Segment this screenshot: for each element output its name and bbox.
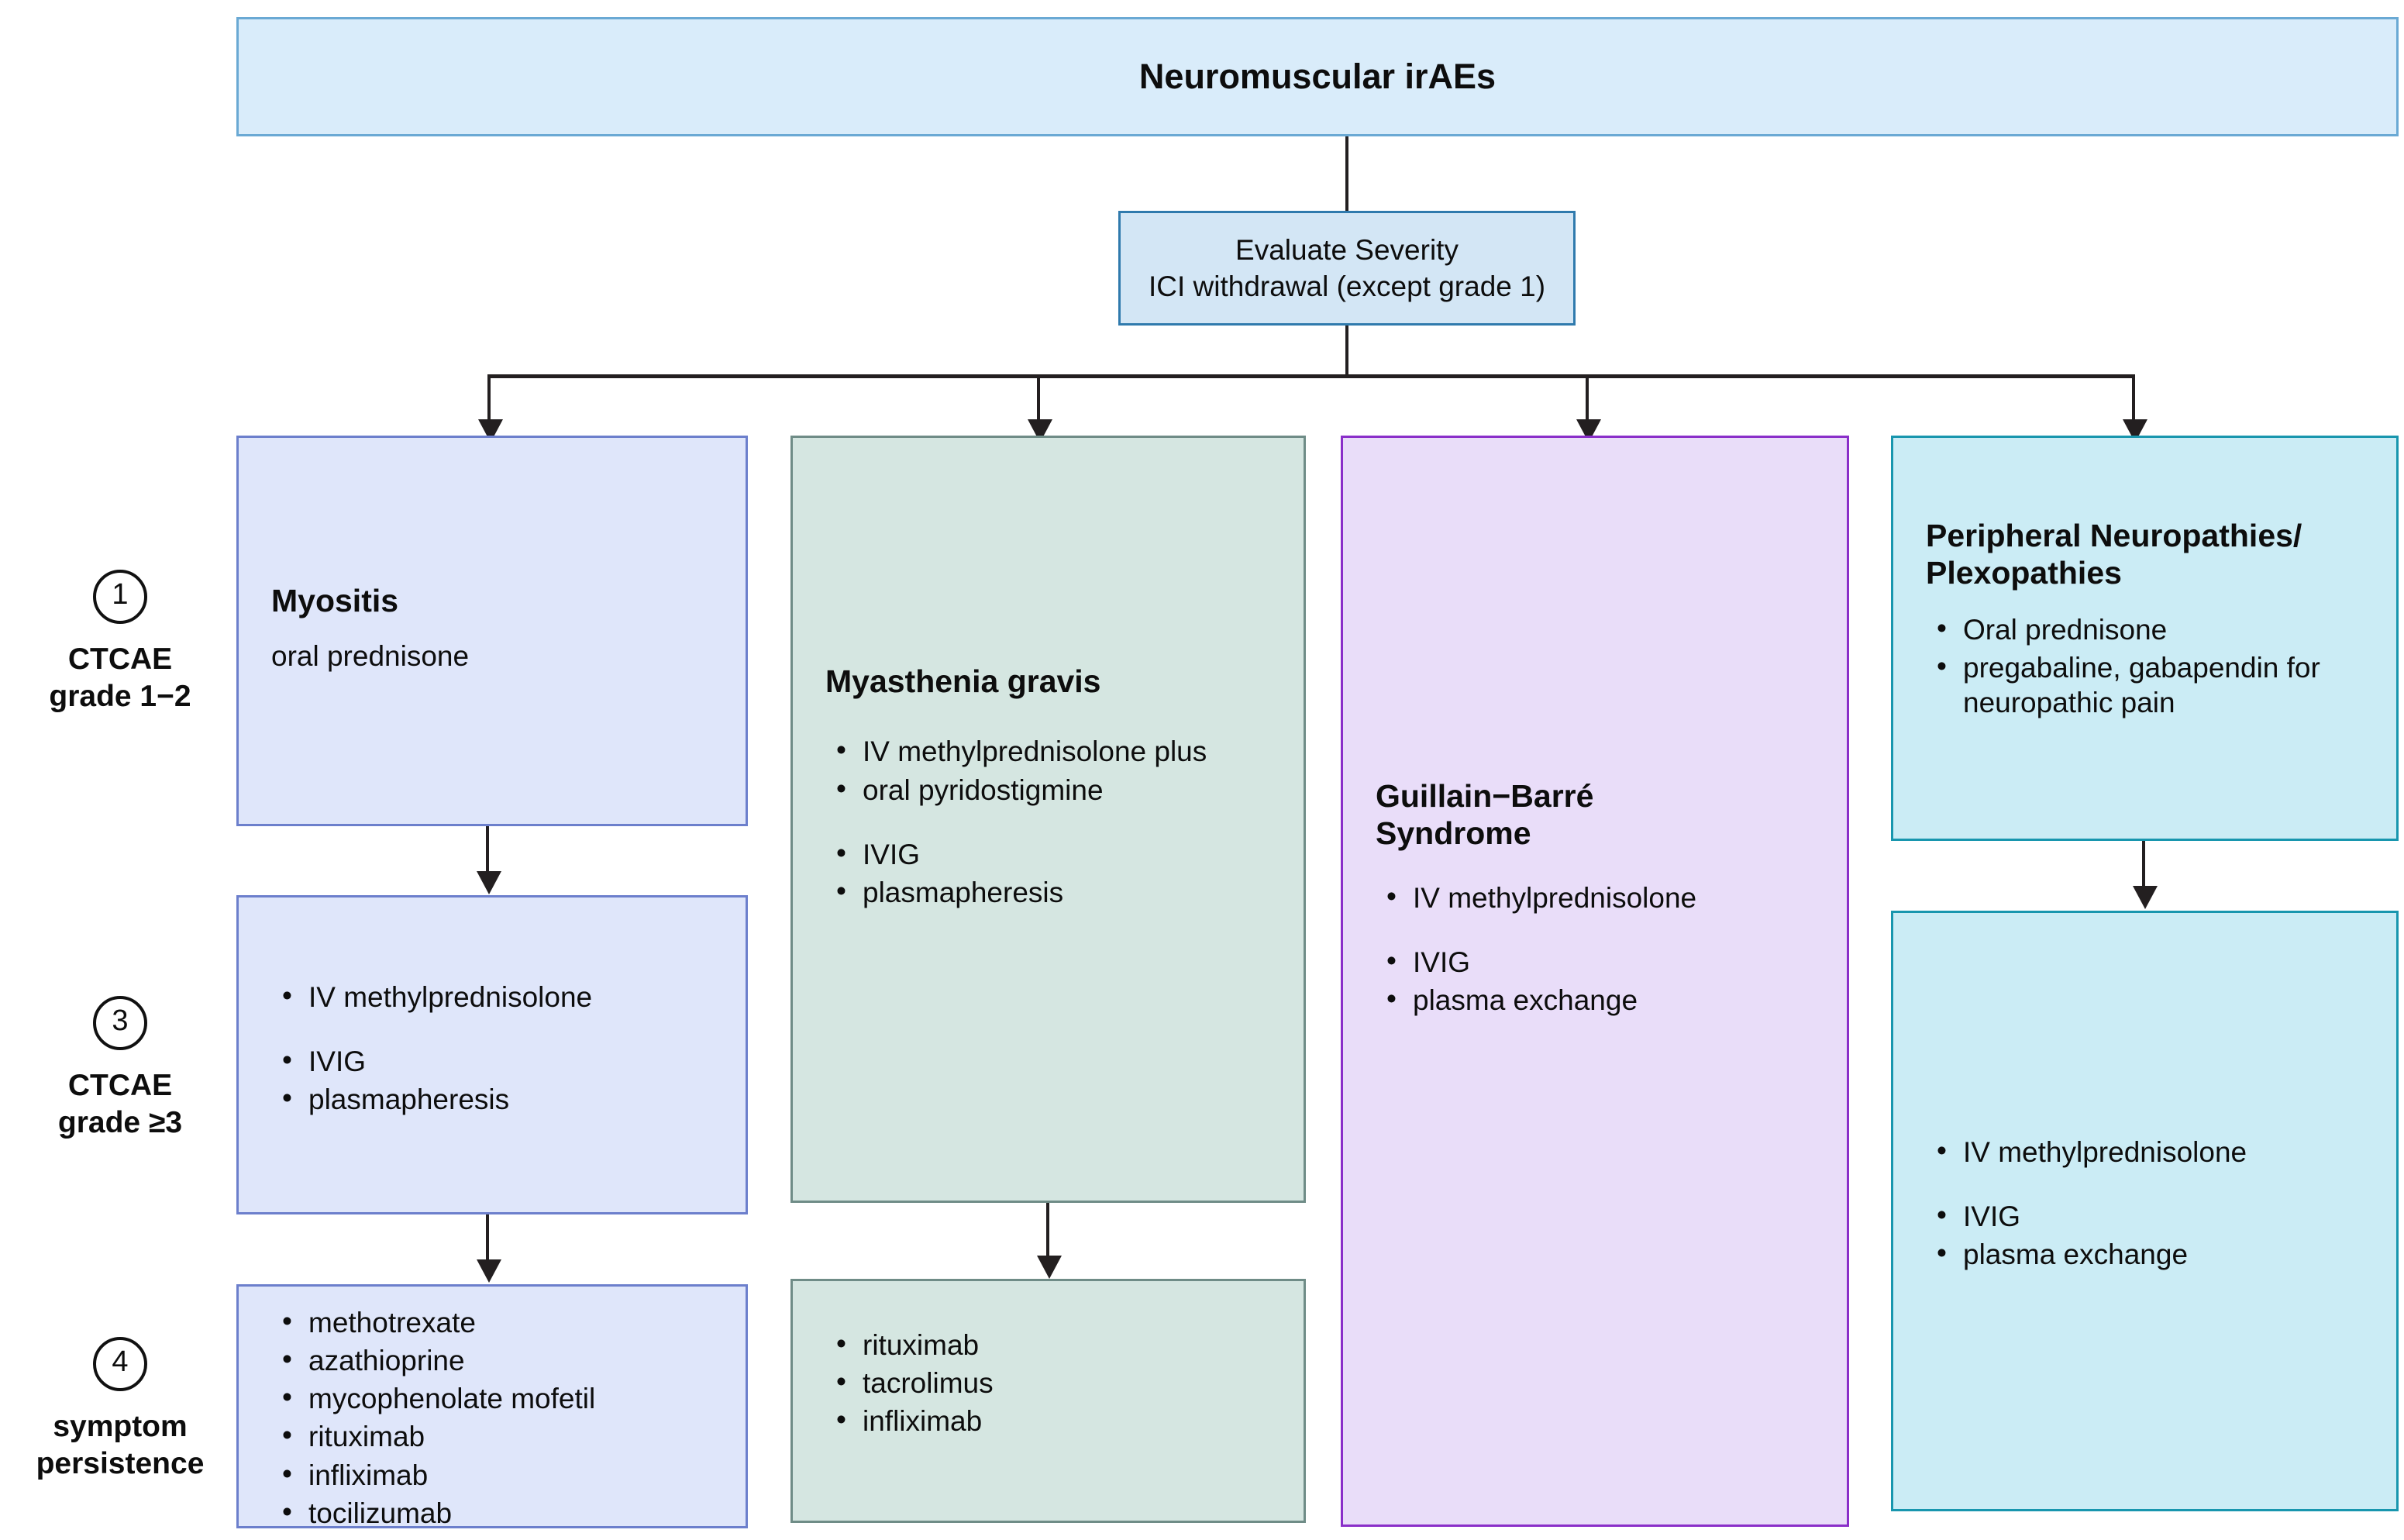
grade-number-4: 4: [93, 1337, 147, 1391]
severity-box: Evaluate Severity ICI withdrawal (except…: [1118, 211, 1576, 326]
grade-text-3-line-1: CTCAE: [67, 1069, 173, 1102]
severity-line-2: ICI withdrawal (except grade 1): [1148, 270, 1546, 302]
arrow-myositis-2-3: [477, 1259, 501, 1283]
myositis-box-grade3: IV methylprednisolone IVIG plasmapheresi…: [236, 895, 748, 1214]
list-item: IVIG: [1386, 943, 1847, 980]
peripheral-grade12-list: Oral prednisone pregabaline, gabapendin …: [1893, 611, 2396, 720]
myositis-persistence-list: methotrexate azathioprine mycophenolate …: [239, 1304, 746, 1531]
list-item: IVIG: [282, 1042, 746, 1079]
connector-header-to-severity: [1345, 136, 1348, 211]
myasthenia-group-2: IVIG plasmapheresis: [793, 835, 1304, 910]
connector-branch-4: [2132, 374, 2135, 422]
list-item: IV methylprednisolone: [1386, 879, 1847, 915]
connector-branch-1: [487, 374, 491, 422]
myositis-box-grade12: Myositis oral prednisone: [236, 436, 748, 826]
list-item: methotrexate: [282, 1304, 746, 1340]
myositis-grade3-group-1: IV methylprednisolone: [239, 978, 746, 1015]
grade-text-3-line-2: grade ≥3: [57, 1105, 183, 1139]
severity-text: Evaluate Severity ICI withdrawal (except…: [1149, 232, 1545, 305]
list-item: IVIG: [1937, 1197, 2396, 1234]
peripheral-box-grade12: Peripheral Neuropathies/ Plexopathies Or…: [1891, 436, 2399, 841]
list-item: plasma exchange: [1937, 1235, 2396, 1272]
peripheral-grade3-group-2: IVIG plasma exchange: [1893, 1197, 2396, 1272]
peripheral-box-grade3: IV methylprednisolone IVIG plasma exchan…: [1891, 911, 2399, 1511]
myasthenia-title: Myasthenia gravis: [825, 663, 1101, 699]
list-item: IV methylprednisolone: [1937, 1133, 2396, 1170]
page-title: Neuromuscular irAEs: [1138, 57, 1496, 96]
list-item: pregabaline, gabapendin for neuropathic …: [1937, 649, 2396, 720]
list-item: infliximab: [836, 1402, 1304, 1438]
gbs-group-1: IV methylprednisolone: [1343, 879, 1847, 915]
list-item: IV methylprednisolone plus: [836, 732, 1304, 769]
gbs-title: Guillain−Barré Syndrome: [1376, 778, 1594, 852]
myasthenia-box-main: Myasthenia gravis IV methylprednisolone …: [790, 436, 1306, 1203]
list-item: rituximab: [282, 1418, 746, 1454]
header-box: Neuromuscular irAEs: [236, 17, 2399, 136]
arrow-myasthenia-1-2: [1037, 1256, 1062, 1279]
grade-label-1: 1 CTCAE grade 1−2: [8, 570, 232, 715]
myositis-title: Myositis: [271, 583, 399, 618]
grade-text-1-line-1: CTCAE: [67, 643, 173, 676]
list-item: Oral prednisone: [1937, 611, 2396, 647]
list-item: azathioprine: [282, 1342, 746, 1378]
list-item: tacrolimus: [836, 1364, 1304, 1400]
grade-text-4-line-2: persistence: [36, 1446, 205, 1480]
connector-peripheral-1-2: [2142, 841, 2145, 889]
grade-label-4: 4 symptom persistence: [8, 1337, 232, 1482]
list-item: plasmapheresis: [836, 873, 1304, 910]
myasthenia-group-1: IV methylprednisolone plus oral pyridost…: [793, 732, 1304, 808]
connector-myasthenia-1-2: [1046, 1203, 1049, 1259]
list-item: tocilizumab: [282, 1494, 746, 1531]
myasthenia-box-persistence: rituximab tacrolimus infliximab: [790, 1279, 1306, 1523]
connector-horizontal-bus: [487, 374, 2132, 378]
list-item: mycophenolate mofetil: [282, 1380, 746, 1416]
arrow-myositis-1-2: [477, 871, 501, 894]
peripheral-grade3-group-1: IV methylprednisolone: [1893, 1133, 2396, 1170]
connector-branch-2: [1037, 374, 1040, 422]
list-item: plasmapheresis: [282, 1080, 746, 1117]
myositis-subtitle: oral prednisone: [271, 640, 470, 673]
grade-label-3: 3 CTCAE grade ≥3: [8, 996, 232, 1141]
gbs-group-2: IVIG plasma exchange: [1343, 943, 1847, 1018]
connector-myositis-2-3: [486, 1214, 489, 1263]
connector-branch-3: [1586, 374, 1589, 422]
connector-severity-down: [1345, 326, 1348, 376]
list-item: rituximab: [836, 1326, 1304, 1363]
arrow-peripheral-1-2: [2133, 886, 2158, 909]
grade-number-3: 3: [93, 996, 147, 1050]
grade-text-4-line-1: symptom: [53, 1410, 188, 1443]
myositis-grade3-group-2: IVIG plasmapheresis: [239, 1042, 746, 1117]
myasthenia-persistence-list: rituximab tacrolimus infliximab: [793, 1326, 1304, 1438]
list-item: oral pyridostigmine: [836, 770, 1304, 808]
gbs-box-main: Guillain−Barré Syndrome IV methylprednis…: [1341, 436, 1849, 1527]
list-item: IV methylprednisolone: [282, 978, 746, 1015]
connector-myositis-1-2: [486, 826, 489, 874]
severity-line-1: Evaluate Severity: [1235, 233, 1459, 266]
list-item: plasma exchange: [1386, 981, 1847, 1018]
list-item: infliximab: [282, 1456, 746, 1493]
list-item: IVIG: [836, 835, 1304, 872]
myositis-box-persistence: methotrexate azathioprine mycophenolate …: [236, 1284, 748, 1531]
grade-text-1-line-2: grade 1−2: [49, 679, 191, 713]
grade-number-1: 1: [93, 570, 147, 624]
peripheral-title: Peripheral Neuropathies/ Plexopathies: [1926, 518, 2302, 591]
